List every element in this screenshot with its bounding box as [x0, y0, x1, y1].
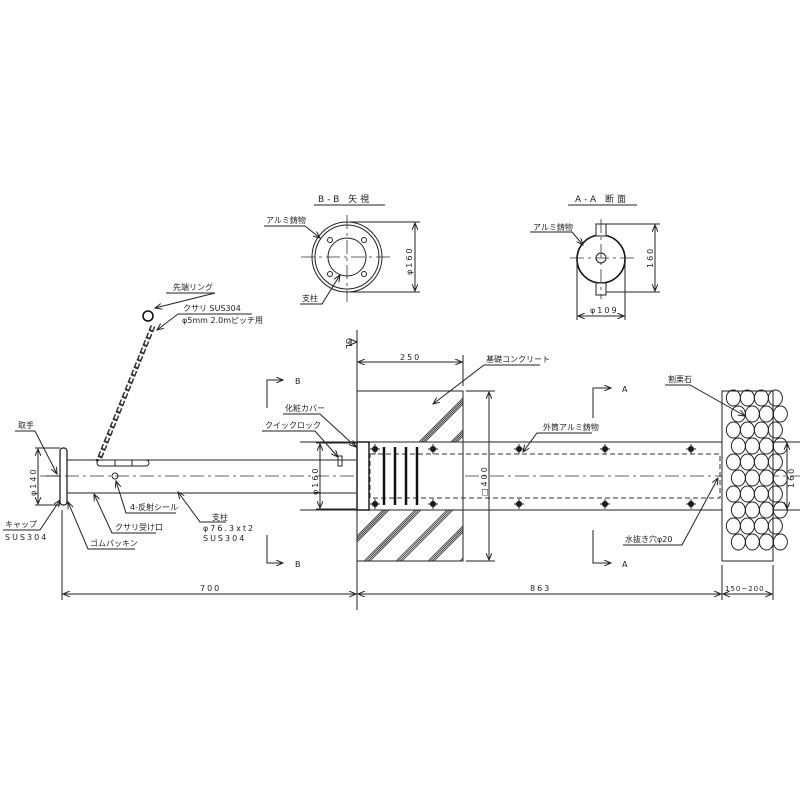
dimensions: φ140 φ160 250 □400 160 700 863 150~200 — [29, 353, 796, 600]
aa-dim-109: φ109 — [590, 306, 619, 315]
view-aa-title: A-A 断面 — [575, 193, 629, 205]
section-b-bottom: B — [295, 560, 301, 569]
view-bb: B-B 矢視 φ160 アルミ鋳物 支柱 — [264, 193, 420, 305]
outer-sleeve — [300, 441, 800, 511]
gl-label: GL — [344, 338, 353, 349]
label-cover: 化粧カバー — [285, 403, 325, 413]
stone — [767, 517, 783, 535]
dim-400: □400 — [480, 465, 489, 496]
stone — [772, 533, 788, 551]
hatch-line — [429, 527, 463, 561]
aa-dim-160: 160 — [646, 247, 655, 268]
dim-160-right: 160 — [787, 467, 796, 488]
stone — [772, 405, 788, 423]
hatch-line — [401, 499, 463, 561]
chain — [95, 310, 156, 480]
section-markers: B B A A — [266, 377, 628, 569]
label-outer-sleeve: 外筒アルミ鋳物 — [543, 422, 599, 432]
dim-700: 700 — [200, 584, 221, 593]
crushed-stone — [721, 389, 788, 562]
dim-160-left: φ160 — [311, 466, 320, 495]
dim-863: 863 — [530, 584, 551, 593]
stone — [772, 469, 788, 487]
label-chain: クサリ SUS304 — [183, 304, 241, 313]
label-chain-spec: φ5mm 2.0mピッチ用 — [182, 316, 263, 325]
hatch-line — [431, 529, 463, 561]
dim-250: 250 — [400, 353, 421, 362]
label-concrete: 基礎コンクリート — [486, 354, 550, 364]
label-stone: 割栗石 — [668, 374, 692, 384]
stone — [772, 501, 788, 519]
label-post-material: SUS304 — [203, 534, 246, 543]
bb-label-alu: アルミ鋳物 — [266, 215, 306, 225]
dim-140: φ140 — [29, 467, 38, 496]
label-cap-material: SUS304 — [5, 533, 48, 542]
stone — [767, 421, 783, 439]
label-reflect: 4-反射シール — [130, 502, 178, 512]
annotations: 先端リング クサリ SUS304 φ5mm 2.0mピッチ用 取手 キャップ S… — [3, 282, 745, 550]
label-quicklock: クイックロック — [265, 421, 321, 430]
stone — [772, 437, 788, 455]
stone — [767, 453, 783, 471]
dim-150-200: 150~200 — [725, 585, 765, 593]
hatch-line — [395, 493, 463, 561]
stone — [767, 389, 783, 407]
section-a-top: A — [622, 385, 628, 394]
label-drain: 水抜き穴φ20 — [625, 534, 672, 544]
stone — [767, 485, 783, 503]
label-cap: キャップ — [5, 520, 37, 529]
hatch-line — [397, 495, 463, 561]
bb-label-post: 支柱 — [302, 293, 318, 303]
label-ring: 先端リング — [173, 282, 213, 292]
post — [40, 447, 800, 506]
label-post-spec: φ76.3xt2 — [203, 524, 255, 533]
hatch-line — [399, 497, 463, 561]
hatch-line — [433, 531, 463, 561]
label-post: 支柱 — [212, 512, 228, 522]
view-aa: A-A 断面 160 φ109 アルミ鋳物 — [530, 193, 660, 320]
label-chain-receiver: クサリ受け口 — [115, 522, 163, 532]
section-b-top: B — [295, 377, 301, 386]
bolt-holes — [327, 237, 367, 277]
label-handle: 取手 — [18, 420, 34, 430]
label-rubber: ゴムパッキン — [90, 538, 138, 548]
bb-dim-160: φ160 — [405, 246, 414, 275]
section-a-bottom: A — [622, 560, 628, 569]
hatch-line — [427, 525, 463, 561]
view-bb-title: B-B 矢視 — [318, 193, 372, 205]
aa-label-alu: アルミ鋳物 — [533, 222, 573, 232]
